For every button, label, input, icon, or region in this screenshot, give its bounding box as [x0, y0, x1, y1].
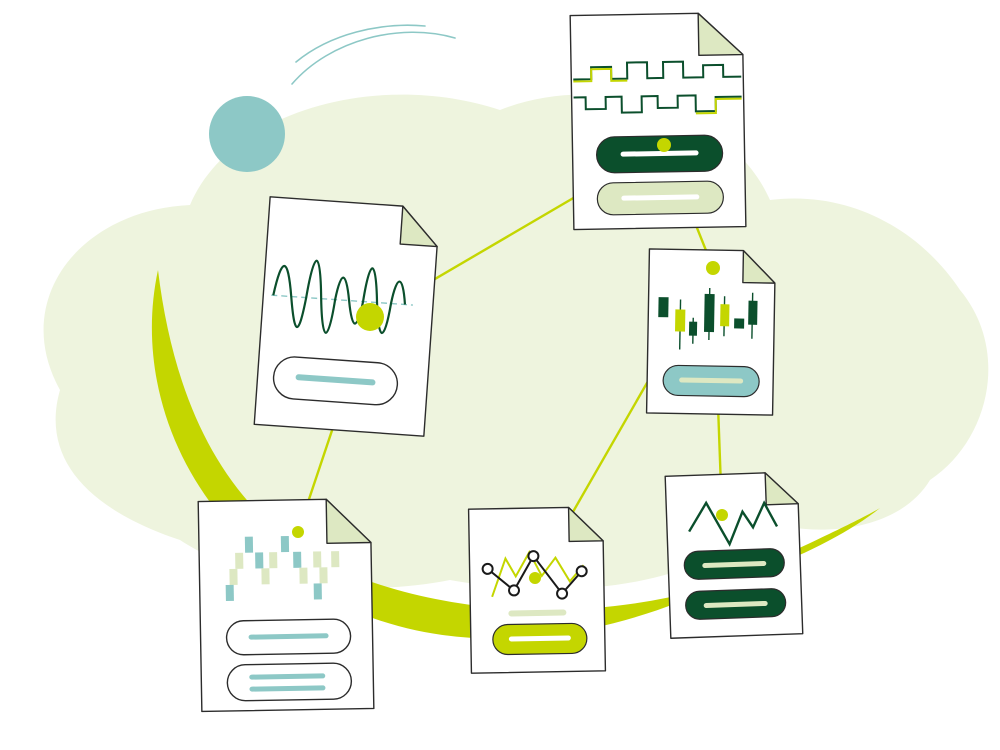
mountain-line-icon — [688, 500, 779, 547]
node-large[interactable] — [356, 303, 384, 331]
zigzag-line-document[interactable] — [467, 506, 607, 674]
node[interactable] — [292, 526, 304, 538]
connection-nodes — [292, 138, 728, 584]
zigzag-line-chart-icon — [481, 550, 588, 600]
mountain-line-document[interactable] — [664, 472, 804, 639]
candlestick-document[interactable] — [645, 248, 776, 416]
node[interactable] — [706, 261, 720, 275]
waveform-document[interactable] — [253, 196, 439, 437]
square-wave-icon — [573, 60, 742, 115]
teal-circle — [209, 96, 285, 172]
sine-wave-icon — [272, 259, 407, 335]
square-wave-document[interactable] — [569, 12, 747, 231]
node[interactable] — [529, 572, 541, 584]
pixel-pattern-document[interactable] — [197, 498, 375, 713]
node[interactable] — [657, 138, 671, 152]
pill-button-bottom[interactable] — [226, 662, 353, 702]
pixel-grid-icon — [225, 535, 340, 602]
node[interactable] — [716, 509, 728, 521]
motion-lines — [291, 24, 456, 85]
candlestick-chart-icon — [658, 287, 758, 350]
